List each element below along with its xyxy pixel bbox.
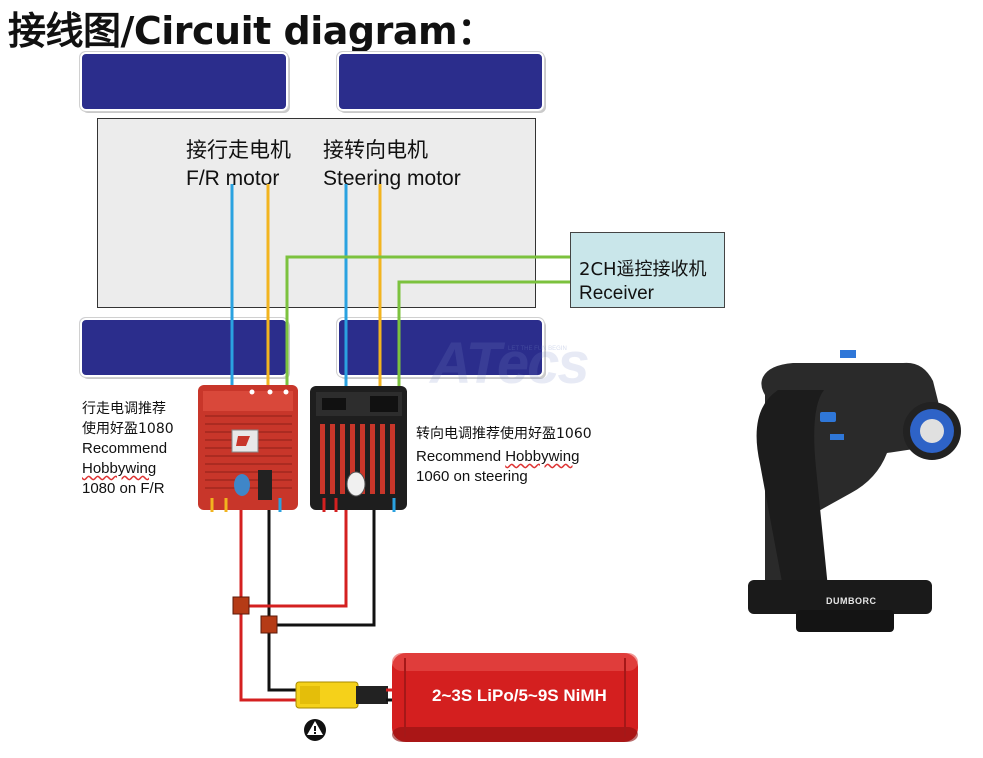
steering-esc-note-cn: 转向电调推荐使用好盈1060 xyxy=(416,426,592,442)
transmitter xyxy=(748,350,961,632)
fr-esc-receiver-wire xyxy=(285,255,570,390)
black-wire-junction xyxy=(260,615,278,634)
transmitter-brand-label: DUMBORC xyxy=(826,596,877,606)
red-wire-junction xyxy=(232,596,250,615)
steering-esc-black-wire xyxy=(269,510,376,627)
fr-motor-label-cn: 接行走电机 xyxy=(186,138,291,162)
fr-esc xyxy=(198,385,298,512)
fr-esc-black-wire xyxy=(267,510,300,692)
fr-esc-note-en-line3: 1080 on F/R xyxy=(82,480,165,497)
watermark-tagline: LET THE FUN BEGIN xyxy=(508,346,567,352)
steering-esc-note: 转向电调推荐使用好盈1060 Recommend Hobbywing 1060 … xyxy=(416,424,592,487)
steering-esc-note-en-line1-a: Recommend xyxy=(416,448,506,465)
fr-esc-note-en-line2: Hobbywing xyxy=(82,460,157,477)
battery-label: 2~3S LiPo/5~9S NiMH xyxy=(432,686,607,705)
chassis xyxy=(97,118,536,308)
steering-esc-note-en-line1-b: Hobbywing xyxy=(505,448,580,465)
steering-esc-receiver-wire xyxy=(397,280,570,390)
xt60-connector xyxy=(295,681,388,709)
fr-motor-label-en: F/R motor xyxy=(186,167,280,190)
wheel-rear-left xyxy=(79,317,289,378)
steering-esc xyxy=(310,386,407,512)
fr-esc-red-wire xyxy=(239,510,300,702)
fr-esc-note-cn-line1: 行走电调推荐 xyxy=(82,401,166,417)
fr-esc-note-en-line1: Recommend xyxy=(82,440,168,457)
receiver-box xyxy=(570,232,725,308)
steering-motor-label-en: Steering motor xyxy=(323,167,461,190)
steering-motor-label-cn: 接转向电机 xyxy=(323,138,428,162)
watermark-logo: ATecs xyxy=(430,331,590,396)
wheel-front-left xyxy=(79,51,289,112)
fr-esc-note-cn-line2: 使用好盈1080 xyxy=(82,421,174,437)
wheel-front-right xyxy=(336,51,545,112)
receiver-label-en: Receiver xyxy=(579,283,654,304)
receiver-label-cn: 2CH遥控接收机 xyxy=(579,259,707,280)
steering-esc-red-wire xyxy=(241,510,348,608)
signal-wires xyxy=(230,184,570,390)
wheel-rear-right xyxy=(336,317,545,378)
steering-esc-note-en-line2: 1060 on steering xyxy=(416,468,528,485)
page-title: 接线图/Circuit diagram： xyxy=(8,9,495,53)
power-wires xyxy=(239,510,376,702)
battery xyxy=(392,653,638,742)
fr-esc-note: 行走电调推荐 使用好盈1080 Recommend Hobbywing 1080… xyxy=(82,399,174,499)
warning-icon xyxy=(304,719,326,741)
